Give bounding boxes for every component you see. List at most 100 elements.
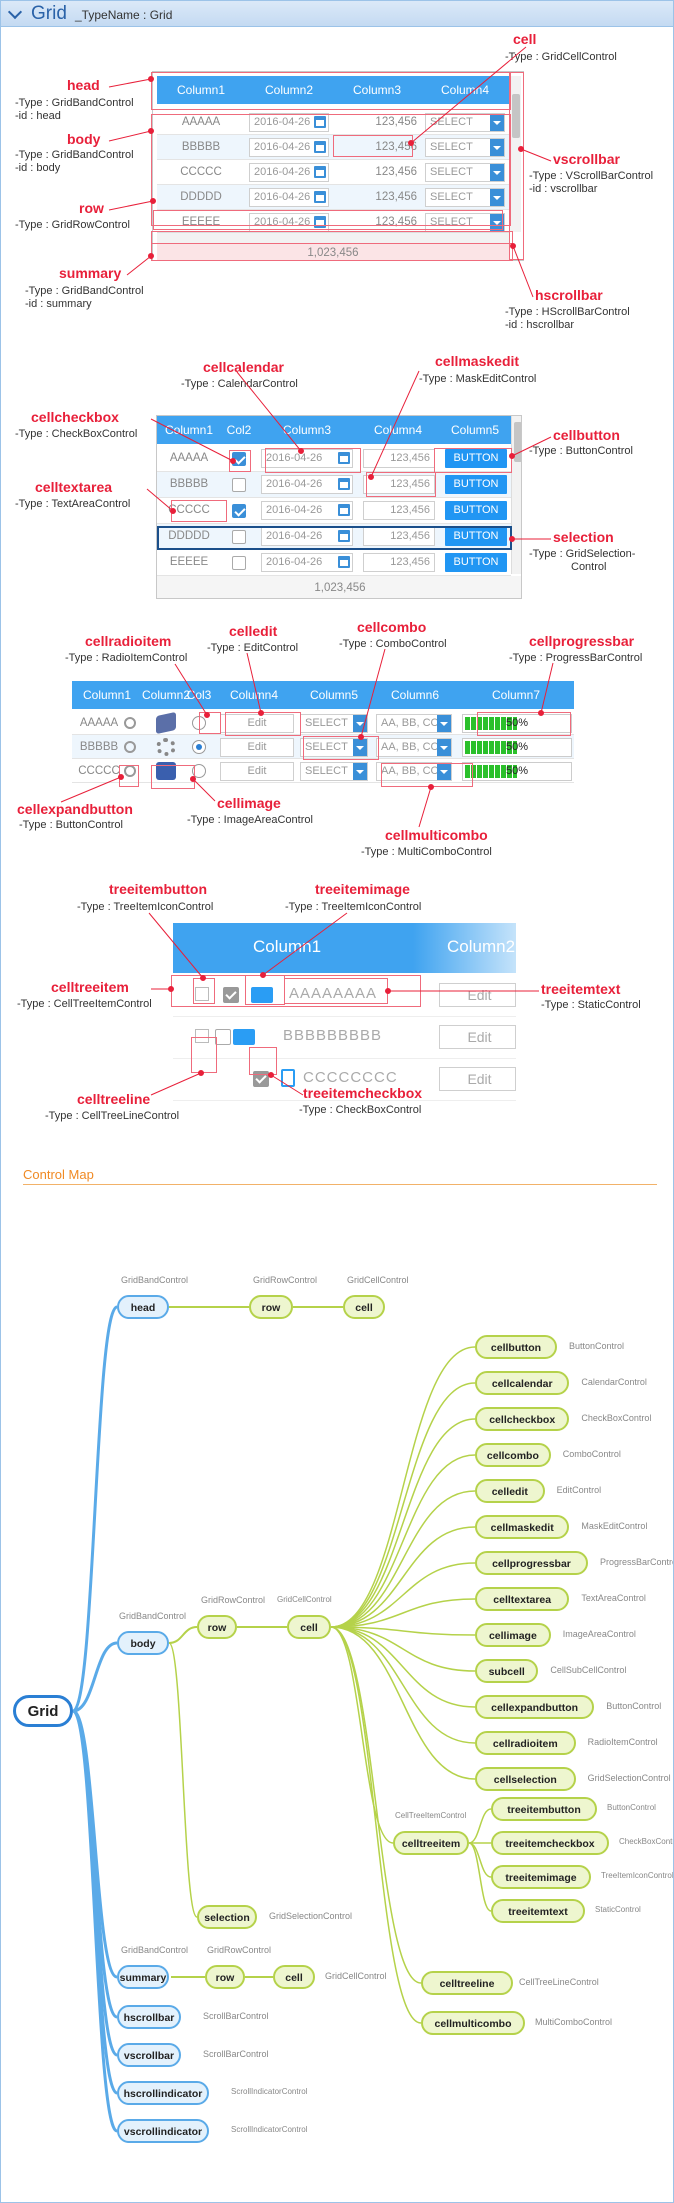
cell-button[interactable]: BUTTON [445,527,507,546]
date-field[interactable]: 2016-04-26 [261,553,353,572]
table-row[interactable] [157,498,511,524]
map-node-grid[interactable]: Grid [13,1695,73,1727]
tree-expand-button-icon[interactable] [195,1029,209,1043]
map-node-cellradioitem[interactable]: cellradioitem [475,1731,576,1755]
edit-field[interactable]: Edit [220,762,294,781]
date-field[interactable]: 2016-04-26 [249,138,329,157]
map-node-cellselection[interactable]: cellselection [475,1767,576,1791]
mask-edit[interactable]: 123,456 [363,475,435,494]
select-field[interactable]: SELECT [425,113,505,132]
edit-field[interactable]: Edit [439,1067,516,1091]
map-node-summary-cell[interactable]: cell [273,1965,315,1989]
calendar-icon[interactable] [314,216,326,228]
edit-field[interactable]: Edit [220,738,294,757]
map-node-treeitemimage[interactable]: treeitemimage [491,1865,591,1889]
column-header[interactable]: Column2 [264,83,314,97]
combo-field[interactable]: SELECT [300,762,368,781]
map-node-cellimage[interactable]: cellimage [475,1623,551,1647]
map-node-treeitemcheckbox[interactable]: treeitemcheckbox [491,1831,609,1855]
horizontal-scrollbar[interactable] [157,232,509,243]
grid-controls[interactable]: Column1 Col2 Column3 Column4 Column5 AAA… [156,415,522,599]
tree-row[interactable] [173,975,516,1017]
select-field[interactable]: SELECT [425,138,505,157]
tree-checkbox[interactable] [223,987,239,1003]
calendar-icon[interactable] [338,530,350,542]
tree-expand-button-icon[interactable] [195,987,209,1001]
search-icon[interactable] [124,765,136,777]
column-header[interactable]: Column1 [82,688,132,702]
map-node-treeitembutton[interactable]: treeitembutton [491,1797,597,1821]
select-field[interactable]: SELECT [425,163,505,182]
combo-field[interactable]: SELECT [300,738,368,757]
column-header[interactable]: Column4 [229,688,279,702]
column-header[interactable]: Column7 [491,688,541,702]
map-node-head-cell[interactable]: cell [343,1295,385,1319]
multi-combo-field[interactable]: AA, BB, CC [376,714,452,733]
chevron-down-icon[interactable] [353,763,367,780]
date-field[interactable]: 2016-04-26 [261,527,353,546]
multi-combo-field[interactable]: AA, BB, CC [376,738,452,757]
scroll-thumb[interactable] [512,94,520,138]
map-node-celltextarea[interactable]: celltextarea [475,1587,570,1611]
calendar-icon[interactable] [338,452,350,464]
radio-button[interactable] [192,764,206,778]
column-header[interactable]: Column4 [373,423,423,437]
cell-button[interactable]: BUTTON [445,449,507,468]
edit-field[interactable]: Edit [439,1025,516,1049]
date-field[interactable]: 2016-04-26 [261,501,353,520]
tree-row[interactable] [173,1059,516,1101]
mask-edit[interactable]: 123,456 [363,449,435,468]
column-header[interactable]: Column5 [450,423,500,437]
checkbox[interactable] [232,504,246,518]
column-header[interactable]: Column1 [176,83,226,97]
mask-edit[interactable]: 123,456 [363,501,435,520]
grid-controls-2[interactable]: Column1 Column2 Col3 Column4 Column5 Col… [72,681,574,791]
map-node-cellcalendar[interactable]: cellcalendar [475,1371,570,1395]
table-row[interactable] [157,160,509,185]
calendar-icon[interactable] [338,478,350,490]
chevron-down-icon[interactable] [490,139,504,156]
select-field[interactable]: SELECT [425,188,505,207]
date-field[interactable]: 2016-04-26 [261,449,353,468]
map-node-cellprogressbar[interactable]: cellprogressbar [475,1551,588,1575]
checkbox[interactable] [232,556,246,570]
chevron-down-icon[interactable] [490,164,504,181]
checkbox[interactable] [232,478,246,492]
map-node-celledit[interactable]: celledit [475,1479,545,1503]
cell-button[interactable]: BUTTON [445,501,507,520]
table-row[interactable] [157,110,509,135]
column-header[interactable]: Col2 [226,423,252,437]
cell-button[interactable]: BUTTON [445,553,507,572]
vertical-scrollbar[interactable] [511,416,521,574]
column-header[interactable]: Column1 [164,423,214,437]
map-node-summary[interactable]: summary [117,1965,169,1989]
map-node-cellexpandbutton[interactable]: cellexpandbutton [475,1695,595,1719]
map-node-cellcheckbox[interactable]: cellcheckbox [475,1407,570,1431]
chevron-down-icon[interactable] [490,189,504,206]
map-node-cellbutton[interactable]: cellbutton [475,1335,557,1359]
calendar-icon[interactable] [314,166,326,178]
table-row[interactable] [72,711,574,735]
column-header[interactable]: Column5 [309,688,359,702]
date-field[interactable]: 2016-04-26 [249,113,329,132]
tree-row[interactable] [173,1017,516,1059]
map-node-head-row[interactable]: row [249,1295,293,1319]
tree-column-header[interactable]: Column1 [253,937,322,956]
map-node-vscrollbar[interactable]: vscrollbar [117,2043,181,2067]
radio-button[interactable] [192,740,206,754]
map-node-body-row[interactable]: row [197,1615,237,1639]
scroll-thumb[interactable] [514,422,521,462]
chevron-down-icon[interactable] [437,763,451,780]
map-node-cellmulticombo[interactable]: cellmulticombo [421,2011,525,2035]
map-node-summary-row[interactable]: row [205,1965,245,1989]
date-field[interactable]: 2016-04-26 [249,188,329,207]
map-node-hscrollindicator[interactable]: hscrollindicator [117,2081,209,2105]
column-header[interactable]: Column6 [390,688,440,702]
table-row[interactable] [72,759,574,783]
map-node-cellmaskedit[interactable]: cellmaskedit [475,1515,570,1539]
date-field[interactable]: 2016-04-26 [261,475,353,494]
edit-field[interactable]: Edit [220,714,294,733]
chevron-down-icon[interactable] [437,715,451,732]
map-node-vscrollindicator[interactable]: vscrollindicator [117,2119,209,2143]
